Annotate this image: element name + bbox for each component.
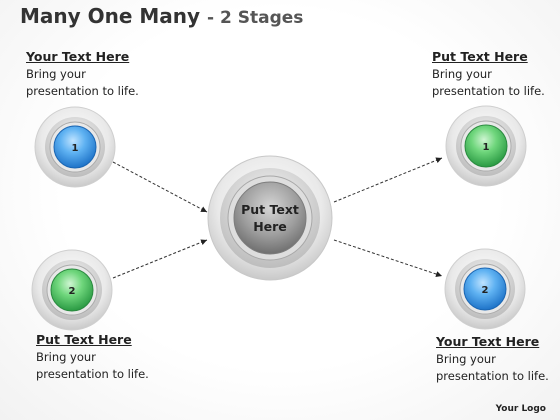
title-sub: - 2 Stages xyxy=(207,8,304,28)
right-top-label: Put Text Here Bring your presentation to… xyxy=(432,48,545,100)
node-left-bottom-number: 2 xyxy=(69,286,76,297)
node-left-top: 1 xyxy=(34,106,116,188)
page-title: Many One Many - 2 Stages xyxy=(20,4,303,28)
right-bottom-body-line2: presentation to life. xyxy=(436,369,549,383)
arrow-center-to-right-bottom xyxy=(333,239,443,277)
node-center-hub: Put Text Here xyxy=(207,155,333,281)
node-right-bottom-number: 2 xyxy=(482,285,489,296)
left-bottom-heading: Put Text Here xyxy=(36,332,132,347)
left-top-heading: Your Text Here xyxy=(26,49,130,64)
center-text-line1: Put Text xyxy=(241,202,299,217)
left-top-body-line1: Bring your xyxy=(26,67,86,81)
arrow-left-bottom-to-center xyxy=(112,239,208,279)
right-top-body-line1: Bring your xyxy=(432,67,492,81)
right-bottom-label: Your Text Here Bring your presentation t… xyxy=(436,333,549,385)
left-bottom-label: Put Text Here Bring your presentation to… xyxy=(36,331,149,383)
right-bottom-heading: Your Text Here xyxy=(436,334,540,349)
left-bottom-body-line1: Bring your xyxy=(36,350,96,364)
center-text-line2: Here xyxy=(253,219,287,234)
node-right-bottom: 2 xyxy=(444,248,526,330)
left-bottom-body-line2: presentation to life. xyxy=(36,367,149,381)
node-left-top-number: 1 xyxy=(72,143,79,154)
node-left-bottom: 2 xyxy=(31,249,113,331)
node-right-top-number: 1 xyxy=(483,142,490,153)
footer-logo: Your Logo xyxy=(495,404,546,414)
arrow-center-to-right-top xyxy=(333,157,443,203)
right-top-body-line2: presentation to life. xyxy=(432,84,545,98)
node-right-top: 1 xyxy=(445,105,527,187)
left-top-body-line2: presentation to life. xyxy=(26,84,139,98)
right-bottom-body-line1: Bring your xyxy=(436,352,496,366)
left-top-label: Your Text Here Bring your presentation t… xyxy=(26,48,139,100)
title-main: Many One Many xyxy=(20,4,201,28)
right-top-heading: Put Text Here xyxy=(432,49,528,64)
arrow-left-top-to-center xyxy=(112,161,208,213)
